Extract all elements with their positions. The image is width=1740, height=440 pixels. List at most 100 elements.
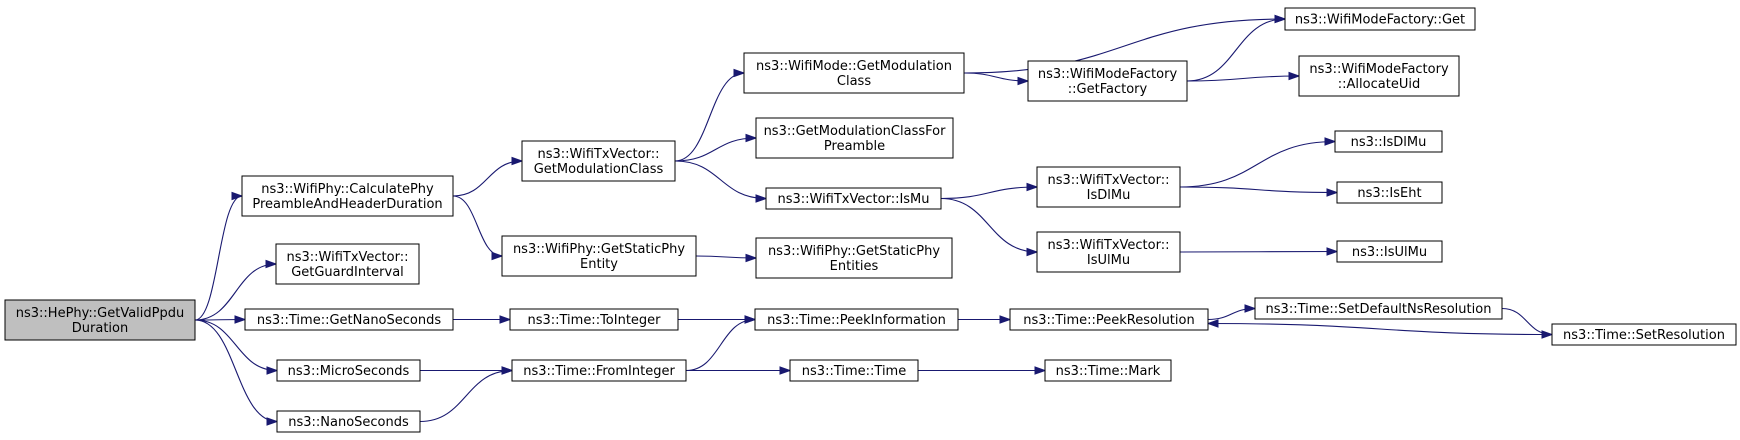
node-peekinfo[interactable]: ns3::Time::PeekInformation [754, 308, 959, 331]
edge-peekres-to-setdefault [1207, 304, 1257, 321]
edge-txgetmod-to-ismu [674, 160, 768, 203]
node-ismu[interactable]: ns3::WifiTxVector::IsMu [765, 187, 942, 210]
node-box [1036, 231, 1181, 273]
node-box [1298, 55, 1460, 97]
edge-getvalidppdu-to-guardint [194, 259, 278, 321]
edge-calcphy-to-txgetmod [452, 156, 524, 197]
node-box [521, 140, 676, 182]
edge-timetime-to-mark [918, 366, 1047, 375]
node-label: ns3::Time::Mark [1056, 364, 1161, 379]
node-label: ns3::MicroSeconds [288, 364, 410, 379]
node-peekres[interactable]: ns3::Time::PeekResolution [1009, 308, 1209, 331]
node-label: ns3::WifiTxVector:: [537, 147, 659, 162]
node-guardint[interactable]: ns3::WifiTxVector::GetGuardInterval [275, 243, 420, 285]
node-box [755, 237, 953, 279]
node-box [1036, 166, 1181, 208]
edge-modegetmod-to-getfactory [963, 72, 1030, 86]
node-nsisulmu[interactable]: ns3::IsUlMu [1336, 240, 1443, 263]
edge-isdlmu-to-nsiseht [1179, 186, 1339, 197]
node-frominteger[interactable]: ns3::Time::FromInteger [511, 359, 687, 382]
node-box [754, 308, 959, 331]
node-box [276, 410, 421, 433]
edge-calcphy-to-staticphy [452, 195, 504, 261]
node-label: ns3::WifiTxVector:: [1047, 173, 1169, 188]
node-label: ns3::WifiTxVector:: [286, 250, 408, 265]
node-isdlmu[interactable]: ns3::WifiTxVector::IsDlMu [1036, 166, 1181, 208]
node-nano[interactable]: ns3::NanoSeconds [276, 410, 421, 433]
node-label: ns3::WifiModeFactory [1038, 67, 1178, 82]
node-label: ns3::IsUlMu [1352, 245, 1427, 260]
node-label: ns3::WifiPhy::GetStaticPhy [513, 242, 685, 257]
node-nsiseht[interactable]: ns3::IsEht [1336, 181, 1443, 204]
node-box [1334, 130, 1443, 153]
node-timetime[interactable]: ns3::Time::Time [789, 359, 919, 382]
node-isulmu[interactable]: ns3::WifiTxVector::IsUlMu [1036, 231, 1181, 273]
node-box [4, 299, 196, 341]
node-nsisdlmu[interactable]: ns3::IsDlMu [1334, 130, 1443, 153]
node-box [276, 359, 421, 382]
edge-getvalidppdu-to-nano [194, 319, 279, 426]
node-label: GetModulationClass [534, 162, 664, 177]
node-mark[interactable]: ns3::Time::Mark [1044, 359, 1172, 382]
edge-txgetmod-to-getmodpre [674, 133, 758, 162]
node-label: ns3::Time::PeekInformation [767, 313, 946, 328]
node-label: ns3::WifiPhy::GetStaticPhy [768, 244, 940, 259]
node-label: ns3::WifiPhy::CalculatePhy [261, 182, 434, 197]
node-box [241, 175, 454, 217]
node-label: ns3::GetModulationClassFor [764, 124, 947, 139]
node-label: ::AllocateUid [1338, 77, 1420, 92]
edge-nano-to-frominteger [419, 366, 514, 423]
edge-getvalidppdu-to-micro [194, 319, 279, 375]
node-label: ns3::WifiModeFactory [1309, 62, 1449, 77]
node-label: ::GetFactory [1068, 82, 1148, 97]
edge-getfactory-to-factoryget [1186, 14, 1287, 82]
node-label: ns3::Time::SetResolution [1563, 328, 1725, 343]
node-label: ns3::WifiTxVector:: [1047, 238, 1169, 253]
node-label: ns3::WifiModeFactory::Get [1295, 13, 1465, 28]
edge-isulmu-to-nsisulmu [1179, 247, 1339, 256]
node-getnano[interactable]: ns3::Time::GetNanoSeconds [244, 308, 454, 331]
edge-txgetmod-to-modegetmod [674, 68, 746, 162]
edge-ismu-to-isulmu [940, 197, 1039, 257]
node-box [1027, 60, 1188, 102]
node-txgetmod[interactable]: ns3::WifiTxVector::GetModulationClass [521, 140, 676, 182]
node-tointeger[interactable]: ns3::Time::ToInteger [509, 308, 679, 331]
node-box [765, 187, 942, 210]
node-label: ns3::Time::ToInteger [527, 313, 661, 328]
call-edges [194, 14, 1554, 426]
node-getfactory[interactable]: ns3::WifiModeFactory::GetFactory [1027, 60, 1188, 102]
node-box [1254, 297, 1503, 320]
node-label: ns3::Time::GetNanoSeconds [257, 313, 442, 328]
edge-getnano-to-tointeger [452, 315, 512, 324]
node-factoryget[interactable]: ns3::WifiModeFactory::Get [1284, 7, 1476, 31]
node-label: ns3::Time::Time [802, 364, 906, 379]
node-calcphy[interactable]: ns3::WifiPhy::CalculatePhyPreambleAndHea… [241, 175, 454, 217]
node-modegetmod[interactable]: ns3::WifiMode::GetModulationClass [743, 52, 965, 94]
node-box [789, 359, 919, 382]
edge-getvalidppdu-to-calcphy [194, 191, 244, 321]
node-box [1336, 240, 1443, 263]
node-setres[interactable]: ns3::Time::SetResolution [1551, 323, 1737, 346]
node-box [1284, 7, 1476, 31]
node-label: PreambleAndHeaderDuration [252, 197, 442, 212]
edge-frominteger-to-peekinfo [685, 315, 757, 372]
node-label: ns3::WifiTxVector::IsMu [777, 192, 929, 207]
edge-setdefault-to-setres [1501, 307, 1554, 339]
node-label: IsDlMu [1087, 188, 1131, 203]
node-label: ns3::NanoSeconds [288, 415, 409, 430]
node-label: ns3::Time::FromInteger [523, 364, 675, 379]
node-box [1551, 323, 1737, 346]
node-box [1044, 359, 1172, 382]
node-label: GetGuardInterval [291, 265, 404, 280]
node-allocuid[interactable]: ns3::WifiModeFactory::AllocateUid [1298, 55, 1460, 97]
node-label: Entity [580, 257, 618, 272]
node-setdefault[interactable]: ns3::Time::SetDefaultNsResolution [1254, 297, 1503, 320]
node-label: ns3::IsEht [1357, 186, 1421, 201]
node-micro[interactable]: ns3::MicroSeconds [276, 359, 421, 382]
node-label: Entities [830, 259, 879, 274]
